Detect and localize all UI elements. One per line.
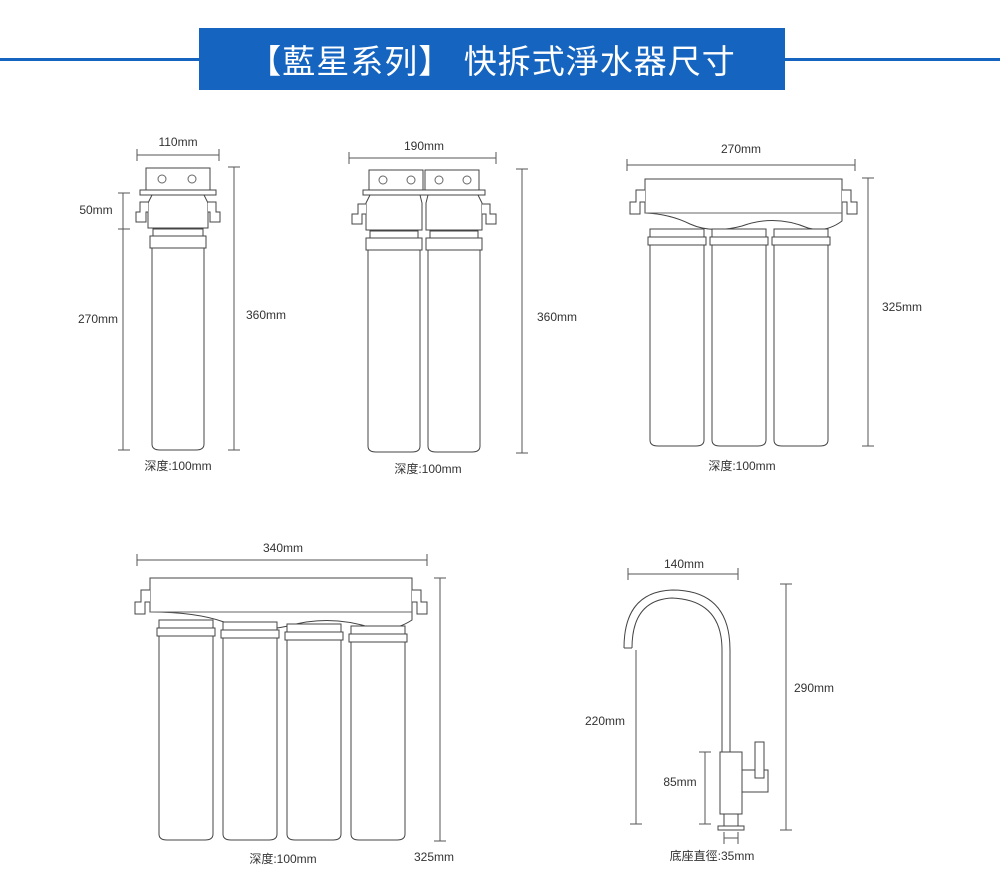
page-title: 【藍星系列】 快拆式淨水器尺寸	[199, 28, 785, 90]
single-height-label: 360mm	[246, 308, 286, 322]
quad-height-label: 325mm	[414, 850, 454, 864]
triple-width-label: 270mm	[721, 142, 761, 156]
faucet-height-label: 290mm	[794, 681, 834, 695]
single-body-label: 270mm	[78, 312, 118, 326]
triple-filter-unit: 270mm 325mm 深度:100mm	[626, 142, 922, 473]
double-width-label: 190mm	[404, 139, 444, 153]
faucet-spout-label: 220mm	[585, 714, 625, 728]
single-depth-label: 深度:100mm	[144, 458, 211, 473]
single-filter-unit: 110mm 50mm 270mm 360mm 深度:100mm	[78, 135, 286, 473]
quad-width-label: 340mm	[263, 541, 303, 555]
single-width-label: 110mm	[158, 135, 197, 149]
triple-height-label: 325mm	[882, 300, 922, 314]
double-height-label: 360mm	[537, 310, 577, 324]
banner-line-left	[0, 58, 199, 61]
banner-line-right	[785, 58, 1000, 61]
triple-depth-label: 深度:100mm	[708, 458, 775, 473]
faucet-diameter-label: 底座直徑:35mm	[670, 848, 755, 863]
quad-filter-unit: 340mm 325mm 深度:100mm	[134, 541, 454, 866]
faucet-width-label: 140mm	[664, 557, 704, 571]
faucet-base-label: 85mm	[663, 775, 696, 789]
faucet: 140mm 290mm 220mm 85mm 底座直徑:35mm	[585, 557, 834, 863]
double-filter-unit: 190mm 360mm 深度:100mm	[348, 139, 577, 476]
single-head-label: 50mm	[79, 203, 112, 217]
quad-depth-label: 深度:100mm	[249, 851, 316, 866]
double-depth-label: 深度:100mm	[394, 461, 461, 476]
